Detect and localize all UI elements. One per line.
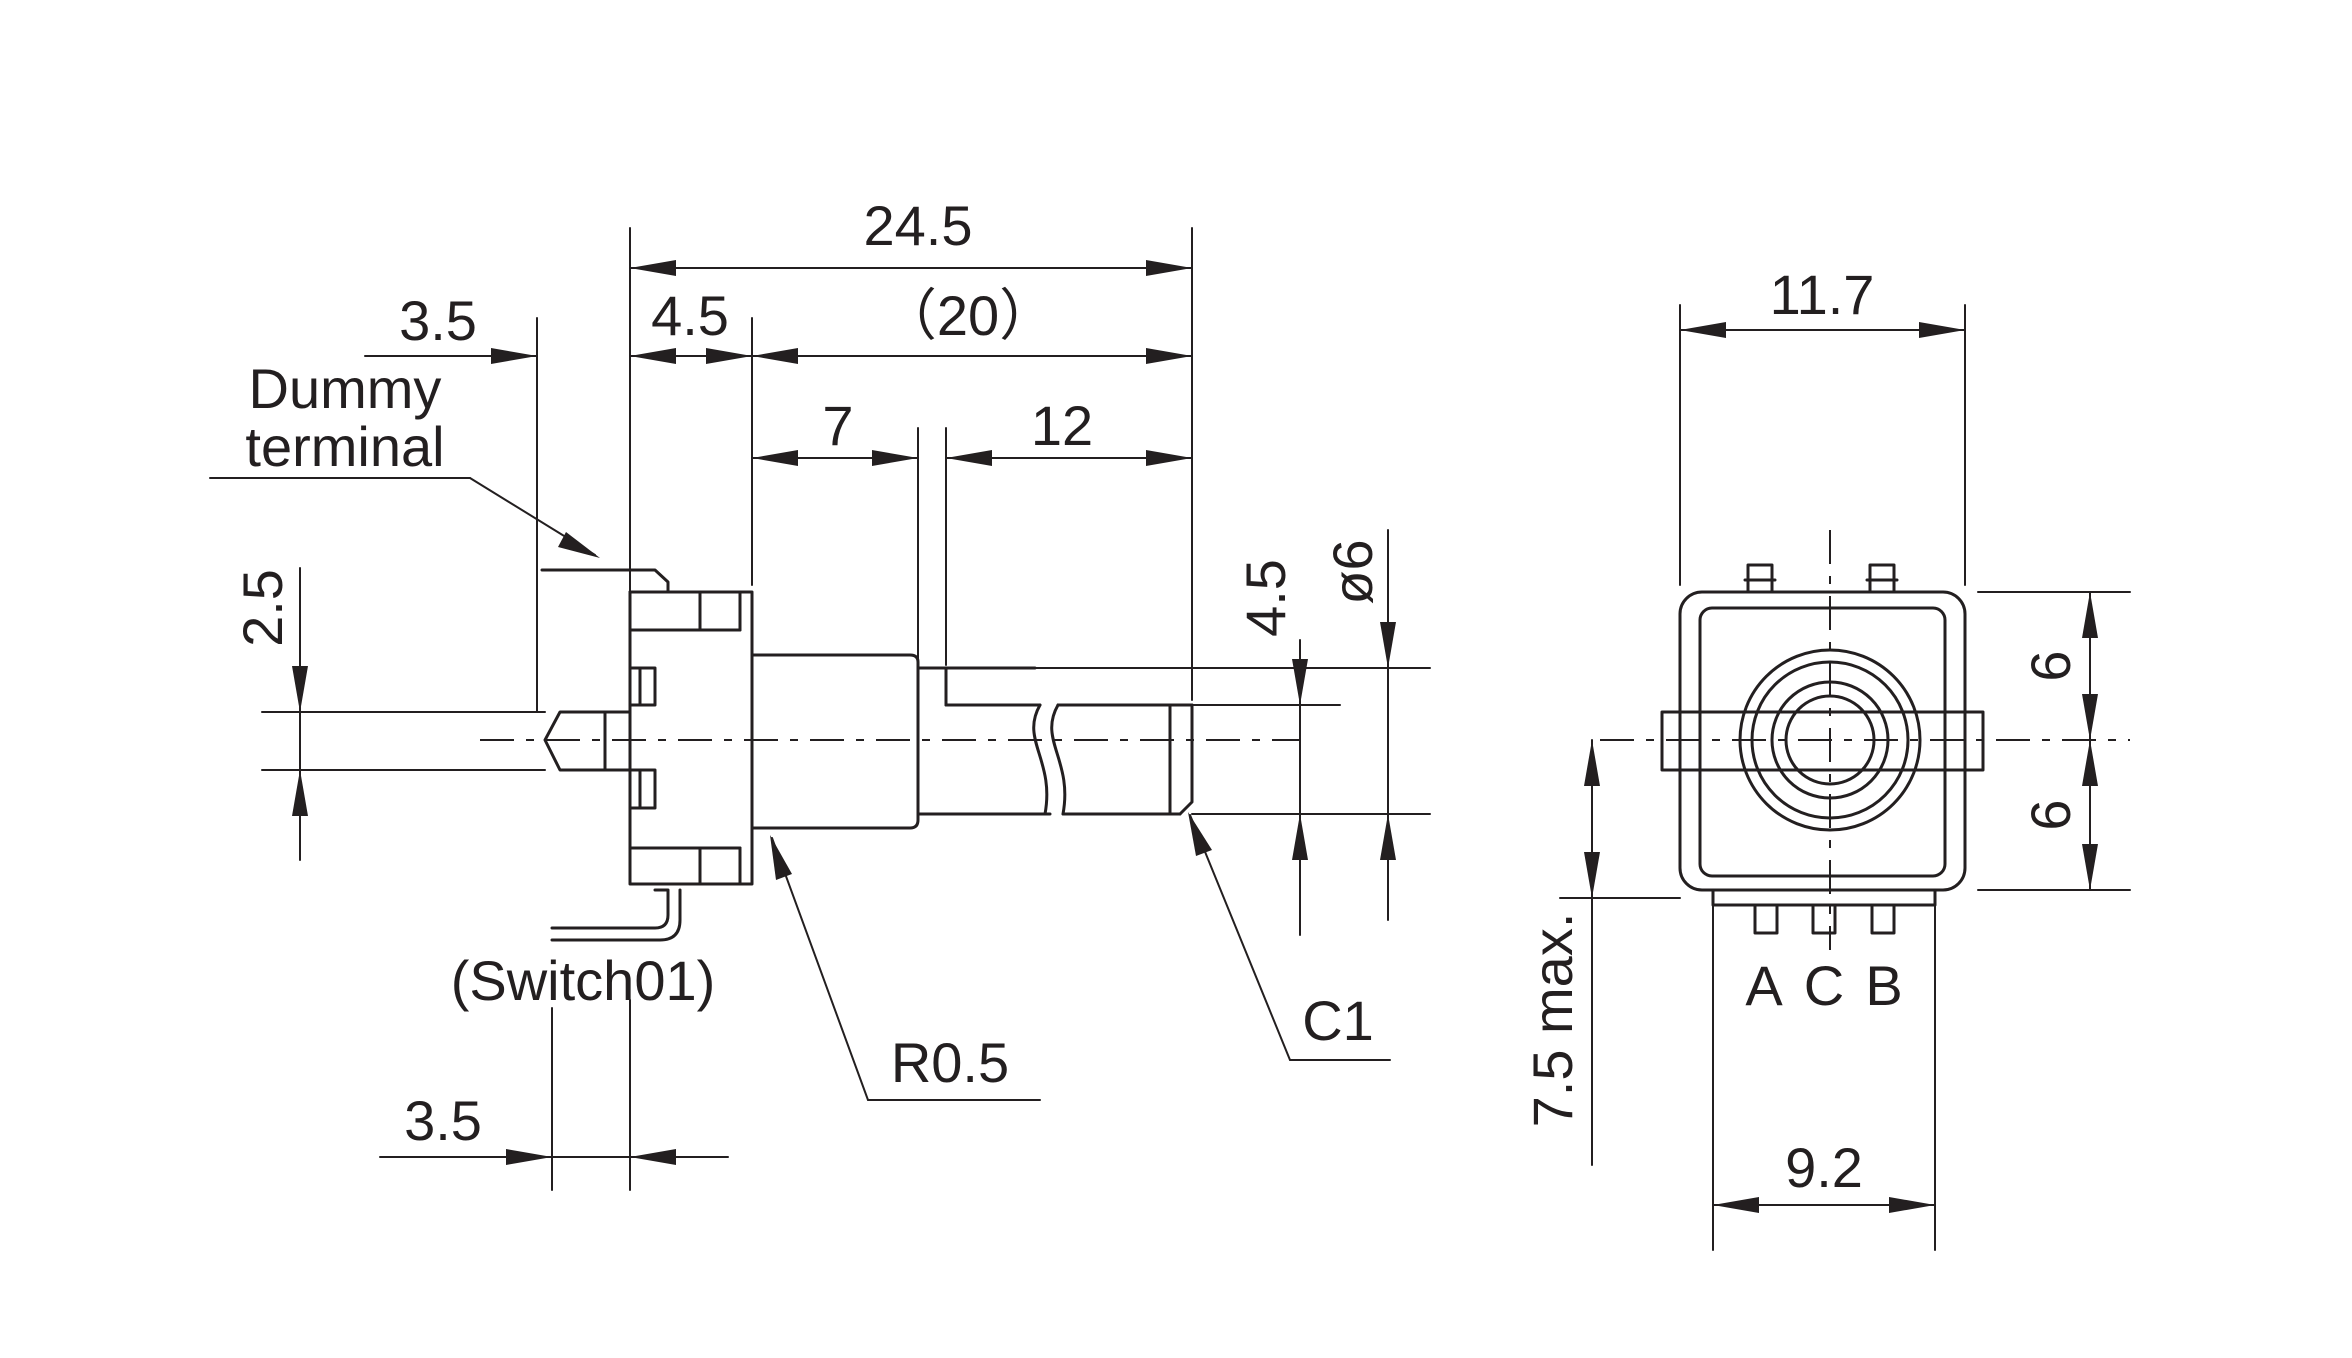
chamfer-label: C1 — [1302, 989, 1374, 1052]
dim-9-2-label: 9.2 — [1785, 1136, 1863, 1199]
dim-6-bottom-label: 6 — [2019, 799, 2082, 830]
dim-pin-spacing: 2.5 — [231, 567, 308, 861]
encoder-body-side — [540, 568, 754, 942]
leader-fillet: R0.5 — [770, 835, 1041, 1101]
dim-front-width: 11.7 — [1679, 263, 1966, 338]
dim-11-7-label: 11.7 — [1770, 263, 1875, 326]
dim-terminal-offset-bottom: 3.5 — [379, 1089, 729, 1165]
dim-6-top-label: 6 — [2019, 650, 2082, 681]
front-extension-lines — [1559, 304, 2131, 1251]
dim-shaft-chain: 7 12 — [751, 394, 1193, 466]
pin-a-label: A — [1745, 954, 1783, 1017]
shaft-side — [750, 653, 1194, 830]
dim-12-label: 12 — [1031, 394, 1093, 457]
dim-3-5-top-label: 3.5 — [399, 289, 477, 352]
pin-b-label: B — [1865, 954, 1902, 1017]
fillet-label: R0.5 — [891, 1031, 1009, 1094]
encoder-body-front — [1660, 563, 1985, 907]
dim-top-chain: 3.5 4.5 （20） — [364, 284, 1193, 364]
leader-chamfer: C1 — [1188, 812, 1391, 1061]
dim-7-label: 7 — [822, 394, 853, 457]
leader-dummy-terminal: Dummy terminal — [209, 357, 600, 558]
dim-2-5-label: 2.5 — [231, 569, 294, 647]
dim-4-5-body-label: 4.5 — [651, 284, 729, 347]
dim-overall-length: 24.5 — [629, 194, 1193, 276]
dim-24-5-label: 24.5 — [864, 194, 973, 257]
side-view: 24.5 3.5 4.5 （20） 7 12 — [209, 194, 1431, 1191]
pin-c-label: C — [1804, 954, 1844, 1017]
dim-front-height: 6 6 — [2019, 591, 2098, 891]
dim-front-height-max: 7.5 max. — [1521, 739, 1600, 1166]
dim-diameter-label: ø6 — [1321, 539, 1384, 604]
side-extension-lines — [261, 227, 1431, 1191]
pin-c-shape — [1811, 903, 1837, 935]
dim-7-5-max-label: 7.5 max. — [1521, 913, 1584, 1128]
dim-3-5-bottom-label: 3.5 — [404, 1089, 482, 1152]
dummy-terminal-label-line1: Dummy — [249, 357, 442, 420]
dim-20-ref-label: （20） — [881, 284, 1055, 347]
pin-a-shape — [1753, 903, 1779, 935]
dummy-terminal-label-line2: terminal — [245, 415, 444, 478]
front-view: 11.7 6 6 7.5 max. 9.2 — [1521, 263, 2131, 1251]
dim-flat-height: 4.5 — [1234, 559, 1308, 936]
pin-b-shape — [1870, 903, 1896, 935]
dim-4-5-flat-label: 4.5 — [1234, 559, 1297, 637]
dim-shaft-diameter: ø6 — [1321, 529, 1396, 921]
switch-label: (Switch01) — [451, 949, 716, 1012]
dim-terminal-span: 9.2 — [1712, 1136, 1936, 1213]
terminals-front: A C B — [1745, 903, 1903, 1017]
